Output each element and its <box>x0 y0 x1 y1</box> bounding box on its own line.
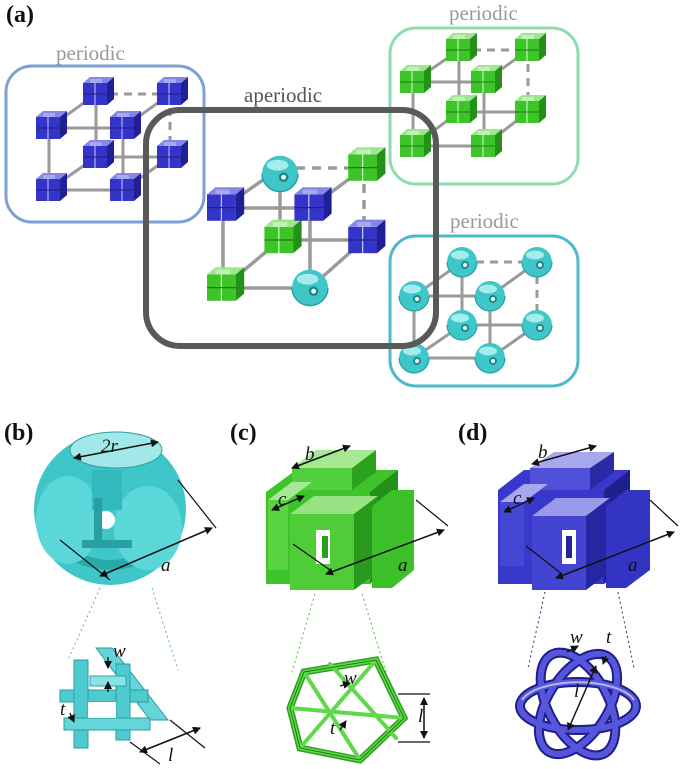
label-2r: 2r <box>101 436 119 457</box>
green-cell <box>514 32 547 62</box>
blue-cell <box>109 110 142 140</box>
label-b-c: b <box>305 444 315 465</box>
cyan-periodic-group: periodic <box>388 209 580 388</box>
dimension-l-b: l <box>129 719 206 766</box>
blue-cell <box>109 172 142 202</box>
label-b-d: b <box>538 442 548 463</box>
blue-group-frame <box>4 64 206 224</box>
green-cell <box>445 94 478 124</box>
cyan-cell <box>474 342 506 374</box>
cyan-cell <box>474 280 506 312</box>
label-a-c: a <box>398 555 408 576</box>
cyan-cell <box>291 268 329 307</box>
dimension-t-b: t <box>60 699 75 723</box>
cyan-cell <box>398 280 430 312</box>
dimension-l-c: l <box>398 693 430 743</box>
dimension-c-c: c <box>271 489 305 511</box>
green-cell <box>445 32 478 62</box>
dimension-a-b: a <box>59 479 217 581</box>
blue-cell <box>156 139 189 169</box>
green-cell <box>347 146 387 182</box>
blue-cell <box>35 110 68 140</box>
dimension-t-d: t <box>601 627 612 665</box>
dimension-a-d: a <box>525 499 679 580</box>
dimension-b-d: b <box>531 442 597 466</box>
aperiodic-group: aperiodic <box>143 83 439 349</box>
label-t-c: t <box>330 718 336 739</box>
dimension-w-d: w <box>566 627 583 653</box>
green-cell <box>514 94 547 124</box>
green-cell <box>399 128 432 158</box>
green-group-frame <box>388 26 580 186</box>
blue-cell <box>347 219 387 254</box>
cyan-lattice-struts <box>412 260 539 360</box>
panel-d-label: (d) <box>458 420 487 446</box>
label-l-d: l <box>574 681 579 702</box>
cyan-group-label: periodic <box>450 209 519 233</box>
dimension-w-c: w <box>339 668 357 689</box>
label-l-c: l <box>418 706 423 727</box>
dimension-a-c: a <box>292 499 449 576</box>
dimension-2r: 2r <box>73 436 159 461</box>
blue-cell <box>35 172 68 202</box>
blue-periodic-group: periodic <box>4 41 206 224</box>
label-t-b: t <box>60 699 66 720</box>
blue-ring-structure <box>515 647 641 761</box>
dimension-c-d: c <box>503 488 535 513</box>
blue-cell <box>82 76 115 106</box>
label-w-b: w <box>113 641 126 662</box>
cyan-cell <box>521 309 553 341</box>
cyan-group-frame <box>388 234 580 388</box>
zoom-lines-b <box>67 587 179 671</box>
panel-d: (d) b c <box>458 420 679 761</box>
cyan-cell <box>521 246 553 278</box>
label-l-b: l <box>168 745 173 766</box>
blue-cell <box>156 76 189 106</box>
panel-c-label: (c) <box>230 420 257 446</box>
green-cell <box>206 266 245 302</box>
label-a-b: a <box>161 555 171 576</box>
dimension-b-c: b <box>291 444 351 470</box>
label-t-d: t <box>606 627 612 648</box>
cyan-frame-structure <box>59 647 170 749</box>
label-c-d: c <box>513 488 522 509</box>
label-a-d: a <box>628 555 638 576</box>
aperiodic-group-label: aperiodic <box>244 83 322 107</box>
panel-c: (c) b c <box>230 420 449 764</box>
cyan-cell <box>446 309 478 341</box>
blue-group-label: periodic <box>56 41 125 65</box>
dimension-w-b: w <box>104 641 126 692</box>
label-w-c: w <box>344 668 357 689</box>
label-w-d: w <box>570 627 583 648</box>
panel-b: (b) 2r a <box>4 420 217 766</box>
dimension-t-c: t <box>330 718 347 739</box>
dimension-l-d: l <box>567 665 597 731</box>
panel-a-label: (a) <box>6 2 34 28</box>
green-periodic-group: periodic <box>388 1 580 186</box>
panel-b-label: (b) <box>4 420 33 446</box>
blue-cell <box>206 186 245 222</box>
label-c-c: c <box>278 489 287 510</box>
green-cell <box>263 219 303 254</box>
cyan-cell <box>446 246 478 278</box>
zoom-lines-c <box>291 593 387 673</box>
green-cell <box>470 64 503 94</box>
aperiodic-group-frame <box>143 107 439 349</box>
panel-a: (a) periodic <box>4 1 580 388</box>
green-cell <box>470 128 503 158</box>
blue-cell <box>293 186 333 222</box>
green-cell <box>399 64 432 94</box>
green-frame-structure <box>286 656 409 764</box>
blue-cell <box>82 139 115 169</box>
cyan-cell <box>261 154 299 193</box>
green-group-label: periodic <box>449 1 518 25</box>
